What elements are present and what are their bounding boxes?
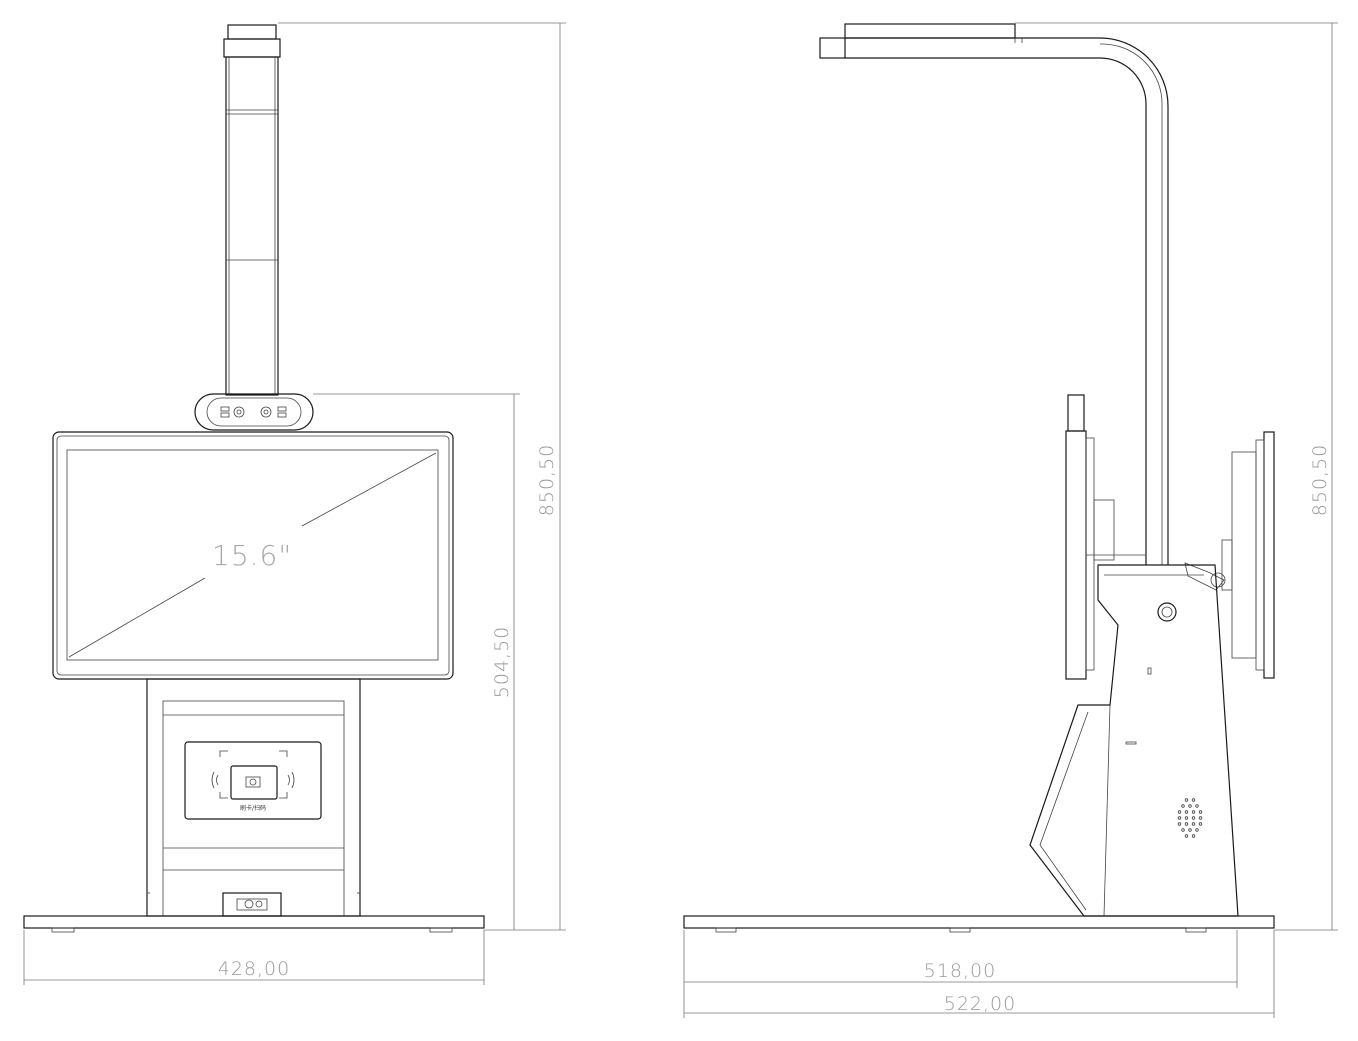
side-dimensions: 850,50 518,00 522,00 — [683, 22, 1338, 1018]
side-view: 850,50 518,00 522,00 — [683, 22, 1338, 1018]
front-camera-module — [194, 393, 314, 431]
speaker-hole — [1184, 810, 1189, 814]
screen-size-label: 15.6" — [212, 539, 292, 572]
side-inner-width-dimension: 518,00 — [924, 960, 996, 982]
speaker-hole — [1191, 798, 1196, 802]
side-top-head — [819, 23, 1100, 59]
front-monitor: 15.6" — [52, 431, 454, 680]
speaker-hole — [1198, 810, 1203, 814]
front-pole — [225, 56, 279, 396]
side-base — [683, 915, 1275, 933]
front-cabinet: 刷卡/扫码 — [146, 678, 361, 917]
speaker-hole — [1188, 828, 1192, 832]
reader-label: 刷卡/扫码 — [240, 804, 266, 812]
side-outer-width-dimension: 522,00 — [944, 993, 1016, 1015]
speaker-hole — [1198, 816, 1203, 820]
side-monitor — [1065, 394, 1146, 680]
speaker-hole — [1191, 834, 1196, 838]
front-dimensions: 428,00 850,50 504,50 — [23, 22, 566, 985]
front-total-height-dimension: 850,50 — [536, 444, 558, 516]
speaker-hole — [1177, 816, 1182, 820]
speaker-hole — [1191, 822, 1196, 826]
side-rear-monitor — [1184, 431, 1275, 679]
front-top-cap — [223, 24, 281, 58]
front-width-dimension: 428,00 — [218, 958, 290, 980]
speaker-hole — [1181, 828, 1185, 832]
speaker-hole — [1177, 822, 1182, 826]
speaker-hole — [1198, 822, 1203, 826]
speaker-hole — [1177, 810, 1182, 814]
speaker-hole — [1195, 828, 1199, 832]
front-base — [23, 915, 485, 933]
side-body — [1029, 564, 1239, 917]
speaker-hole — [1184, 816, 1189, 820]
front-view: 15.6" 刷卡/扫码 — [23, 22, 566, 985]
side-arm — [1099, 37, 1169, 565]
speaker-hole — [1184, 834, 1189, 838]
speaker-hole — [1184, 822, 1189, 826]
side-total-height-dimension: 850,50 — [1309, 444, 1331, 516]
speaker-hole — [1195, 804, 1199, 808]
speaker-hole — [1191, 816, 1196, 820]
speaker-hole — [1184, 798, 1189, 802]
speaker-hole — [1191, 810, 1196, 814]
speaker-grille — [1177, 798, 1203, 838]
speaker-hole — [1188, 804, 1192, 808]
front-body-height-dimension: 504,50 — [491, 626, 513, 698]
speaker-hole — [1181, 804, 1185, 808]
